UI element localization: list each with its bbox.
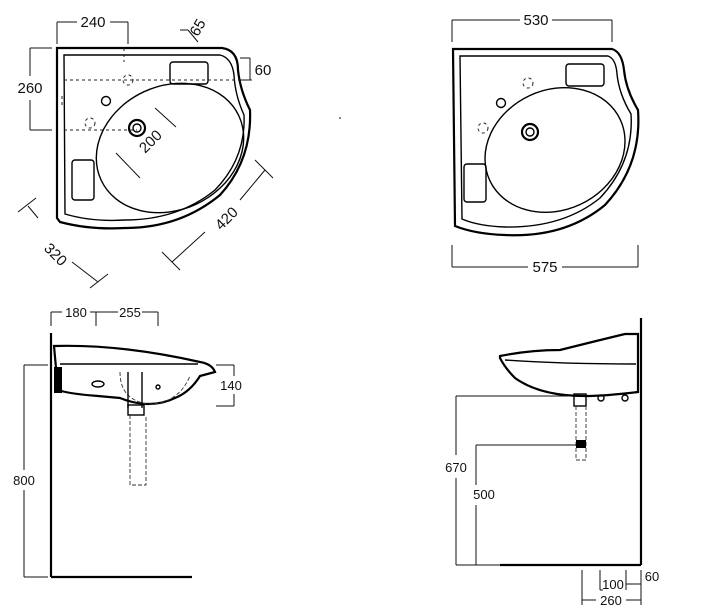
tap-hole-2 — [100, 95, 112, 107]
dim-60-bottom: 60 — [645, 569, 659, 584]
tap-hole-3 — [84, 117, 96, 129]
soap-shelf-2 — [71, 159, 95, 201]
dim-200: 200 — [136, 127, 166, 157]
dim-500: 500 — [473, 487, 495, 502]
basin-rim-inner-2 — [459, 55, 632, 228]
bowl-ellipse-2 — [484, 86, 626, 214]
dim-60-right: 60 — [255, 62, 272, 79]
side-view-right: 670 500 100 60 260 — [445, 318, 659, 608]
basin-side-body — [52, 344, 217, 406]
dim-260-left: 260 — [17, 80, 42, 97]
dim-320: 320 — [40, 240, 70, 270]
dim-140: 140 — [220, 378, 242, 393]
basin-outline-outer — [55, 46, 252, 230]
tap-hole-1b — [522, 77, 534, 89]
basin-rim-inner — [63, 54, 245, 222]
side-view-left: 180 255 140 800 — [13, 305, 242, 579]
dim-670: 670 — [445, 460, 467, 475]
dim-255: 255 — [119, 305, 141, 320]
dim-530: 530 — [523, 12, 548, 29]
dim-260-bottom: 260 — [600, 593, 622, 608]
bowl-ellipse — [95, 82, 245, 214]
dim-65: 65 — [187, 16, 210, 39]
drain-outer — [127, 118, 147, 138]
drain-inner-2 — [525, 127, 535, 137]
dim-800: 800 — [13, 473, 35, 488]
wall-bracket — [54, 367, 62, 393]
basin-front-body — [498, 332, 640, 398]
dim-420: 420 — [212, 204, 242, 234]
plan-view-left: 240 65 60 260 200 320 420 — [17, 14, 274, 289]
dim-240: 240 — [80, 14, 105, 31]
soap-shelf-1b — [565, 63, 605, 87]
soap-shelf-1 — [169, 61, 209, 85]
dim-180: 180 — [65, 305, 87, 320]
dim-100: 100 — [602, 577, 624, 592]
tap-hole-2b — [495, 97, 507, 109]
dim-575: 575 — [532, 259, 557, 276]
drain-outer-2 — [520, 122, 540, 142]
soap-shelf-2b — [463, 163, 487, 203]
drain-inner — [132, 123, 142, 133]
plan-view-right: 530 575 — [451, 12, 640, 276]
basin-outline-outer-2 — [451, 47, 640, 237]
tap-hole-3b — [477, 122, 489, 134]
